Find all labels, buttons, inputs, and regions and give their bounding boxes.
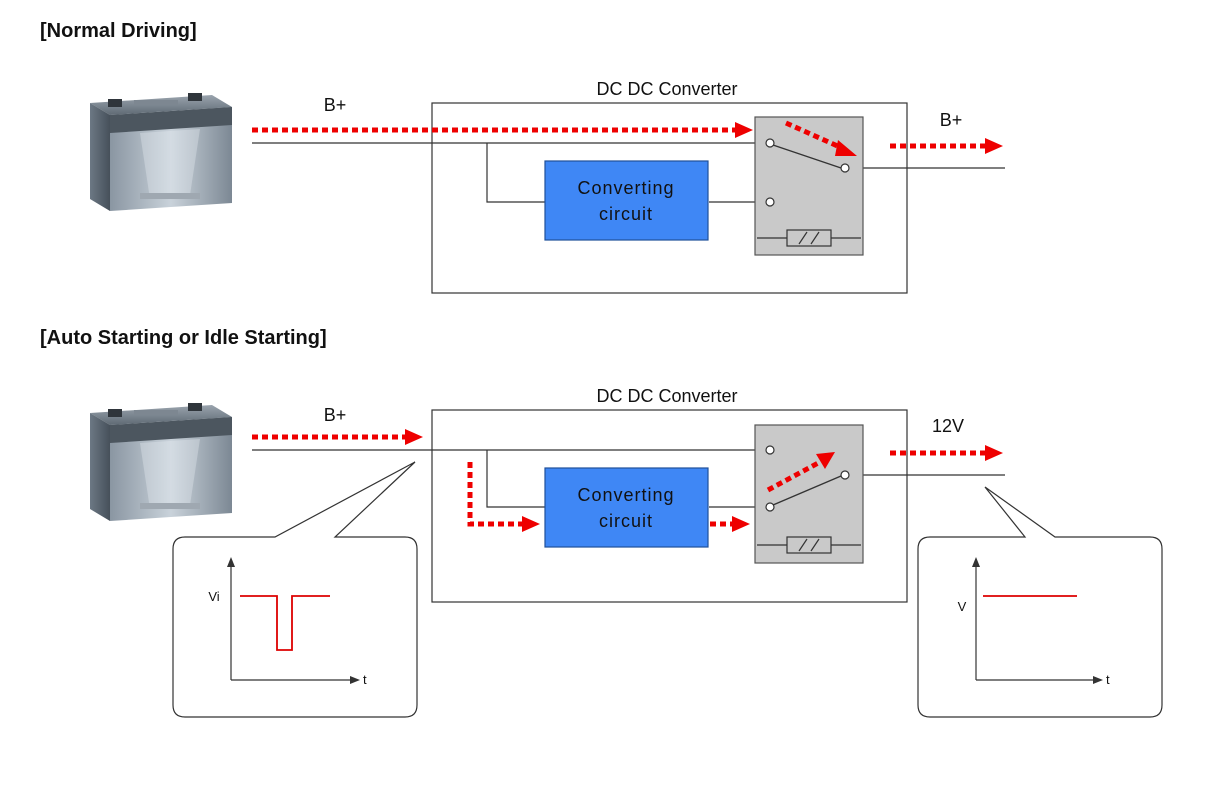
flow-arrows <box>252 429 1003 532</box>
converter-label: DC DC Converter <box>596 386 737 406</box>
output-voltage-callout: V t <box>917 486 1163 718</box>
circuit-label-line1: Converting <box>577 178 674 198</box>
input-label: B+ <box>324 95 347 115</box>
converting-circuit-box <box>544 160 709 241</box>
input-voltage-callout: Vi t <box>172 461 418 718</box>
input-voltage-dip-signal <box>240 595 330 651</box>
battery-icon <box>90 403 232 521</box>
relay-switch-icon <box>754 116 864 256</box>
converting-circuit-box <box>544 467 709 548</box>
input-graph-x-label: t <box>363 672 367 687</box>
normal-driving-diagram: B+ DC DC Converter B+ Converting circuit <box>90 79 1005 294</box>
input-label: B+ <box>324 405 347 425</box>
converter-label: DC DC Converter <box>596 79 737 99</box>
circuit-label-line2: circuit <box>599 204 653 224</box>
output-label: B+ <box>940 110 963 130</box>
relay-coil-icon <box>757 536 861 554</box>
output-graph-y-label: V <box>958 599 967 614</box>
relay-switch-icon <box>754 424 864 564</box>
flow-arrows <box>252 120 1003 156</box>
circuit-label-line2: circuit <box>599 511 653 531</box>
output-graph-x-label: t <box>1106 672 1110 687</box>
battery-icon <box>90 93 232 211</box>
auto-starting-diagram: B+ DC DC Converter 12V Converting circui… <box>90 386 1163 718</box>
relay-coil-icon <box>757 229 861 247</box>
section-title-auto-starting: [Auto Starting or Idle Starting] <box>40 327 327 349</box>
section-title-normal-driving: [Normal Driving] <box>40 20 197 42</box>
input-graph-y-label: Vi <box>208 589 219 604</box>
converter-box <box>431 409 908 603</box>
circuit-label-line1: Converting <box>577 485 674 505</box>
output-label: 12V <box>932 416 964 436</box>
converter-box <box>431 102 908 294</box>
